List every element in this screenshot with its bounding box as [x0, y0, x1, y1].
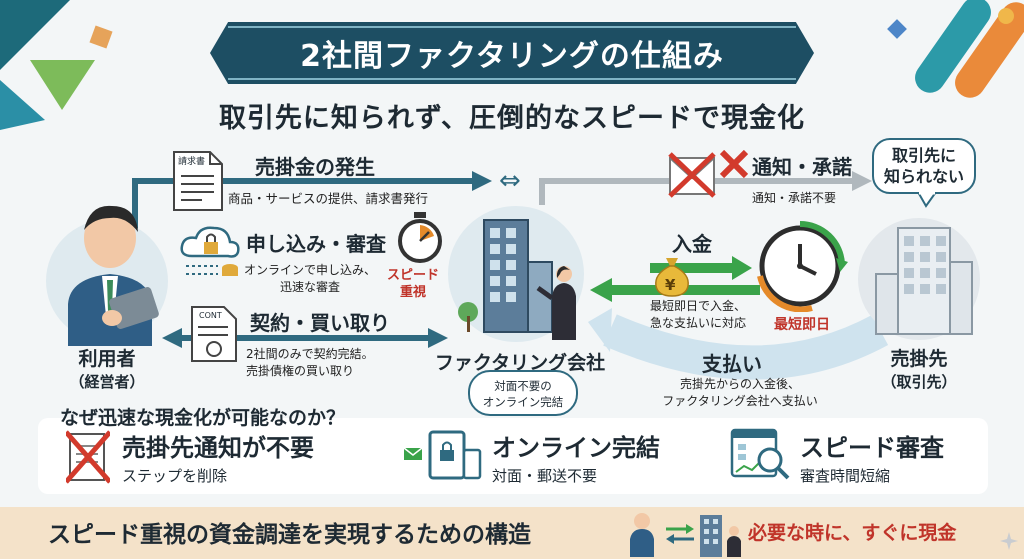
businessman-icon: [68, 205, 159, 346]
arrow-receivable: [132, 178, 475, 230]
arrow-payment-head: [588, 308, 612, 352]
reason-2-title: オンライン完結: [492, 434, 660, 462]
speed-label-2: 重視: [399, 284, 426, 300]
bubble-line-1: 取引先に: [891, 146, 956, 165]
step-deposit-desc-1: 最短即日で入金、: [650, 299, 747, 313]
analytics-magnifier-icon: [730, 428, 790, 480]
invoice-document-icon: [173, 151, 223, 211]
customer-name: 売掛先: [890, 348, 948, 370]
step-contract-desc-2: 売掛債権の買い取り: [246, 364, 355, 379]
step-application-title: 申し込み・審査: [246, 232, 386, 256]
online-badge-line-1: 対面不要の: [494, 379, 552, 393]
bubble-tail: [918, 192, 938, 208]
speed-label-1: スピード: [386, 268, 439, 283]
contract-document-icon: [191, 306, 237, 362]
reason-1-title: 売掛先通知が不要: [122, 434, 314, 462]
subtitle: 取引先に知られず、圧倒的なスピードで現金化: [218, 103, 806, 134]
arrow-receivable-head: [472, 171, 492, 191]
footer-band: [0, 507, 1024, 559]
page-title: 2社間ファクタリングの仕組み: [300, 39, 724, 74]
arrow-contract-head-right: [428, 328, 448, 348]
arrow-deposit-left-head: [590, 278, 612, 302]
cloud-security-icon: [180, 226, 240, 276]
step-application-desc-2: 迅速な審査: [279, 280, 340, 295]
footer-cash-text: 必要な時に、すぐに現金: [748, 522, 957, 544]
money-bag-icon: [655, 258, 689, 297]
step-contract-desc-1: 2社間のみで契約完結。: [246, 347, 374, 361]
reasons-panel: [38, 418, 988, 494]
decorative-shapes-top-right: [887, 0, 1024, 98]
customer-building-icon: [875, 227, 973, 335]
step-receivable-title: 売掛金の発生: [255, 155, 375, 179]
footer-structure-text: スピード重視の資金調達を実現するための構造: [48, 522, 531, 548]
reason-2-sub: 対面・郵送不要: [492, 467, 598, 485]
step-payment-desc-1: 売掛先からの入金後、: [679, 377, 800, 391]
crossed-document-icon: [66, 430, 110, 484]
reason-3-title: スピード審査: [800, 434, 944, 462]
yen-symbol: ¥: [665, 276, 676, 294]
step-receivable-desc: 商品・サービスの提供、請求書発行: [228, 191, 429, 206]
step-payment-title: 支払い: [702, 352, 762, 376]
step-notice-title: 通知・承諾: [752, 155, 852, 179]
bubble-line-2: 知られない: [883, 166, 964, 186]
stopwatch-icon: [398, 212, 442, 263]
step-payment-desc-2: ファクタリング会社へ支払い: [662, 394, 818, 409]
arrow-notice-head: [852, 171, 872, 191]
customer-sub: （取引先）: [881, 373, 957, 391]
sparkle-icon: [1000, 532, 1018, 550]
decorative-shapes-top-left: [0, 0, 113, 130]
step-deposit-desc-2: 急な支払いに対応: [650, 316, 747, 331]
user-sub: （経営者）: [69, 373, 145, 391]
step-deposit-title: 入金: [672, 232, 712, 256]
arrow-payment: [603, 314, 889, 380]
footer-exchange-illustration: [630, 513, 741, 557]
envelope-crossed-icon: [668, 150, 748, 198]
exchange-icon: ⇔: [499, 166, 521, 196]
not-known-bubble: 取引先に 知られない: [872, 138, 976, 194]
reason-3-sub: 審査時間短縮: [800, 467, 891, 485]
why-heading: なぜ迅速な現金化が可能なのか？: [60, 407, 346, 429]
user-name: 利用者: [78, 348, 136, 370]
fastest-same-day-badge: 最短即日: [774, 317, 830, 333]
step-notice-desc: 通知・承諾不要: [752, 191, 837, 205]
title-banner: 2社間ファクタリングの仕組み: [210, 22, 814, 84]
online-badge: 対面不要の オンライン完結: [468, 370, 578, 416]
step-application-desc-1: オンラインで申し込み、: [243, 263, 376, 277]
invoice-label: 請求書: [178, 157, 206, 167]
office-building-icon: [458, 219, 576, 340]
clock-icon: [757, 220, 848, 312]
factoring-name: ファクタリング会社: [434, 352, 606, 374]
reason-1-sub: ステップを削除: [122, 467, 228, 485]
contract-label: CONT: [199, 311, 222, 320]
online-badge-line-2: オンライン完結: [482, 395, 564, 410]
online-devices-icon: [403, 430, 482, 480]
arrow-deposit-right-head: [732, 256, 752, 280]
step-contract-title: 契約・買い取り: [250, 311, 390, 335]
arrow-contract-head-left: [162, 328, 182, 348]
arrow-notice: [539, 178, 855, 205]
